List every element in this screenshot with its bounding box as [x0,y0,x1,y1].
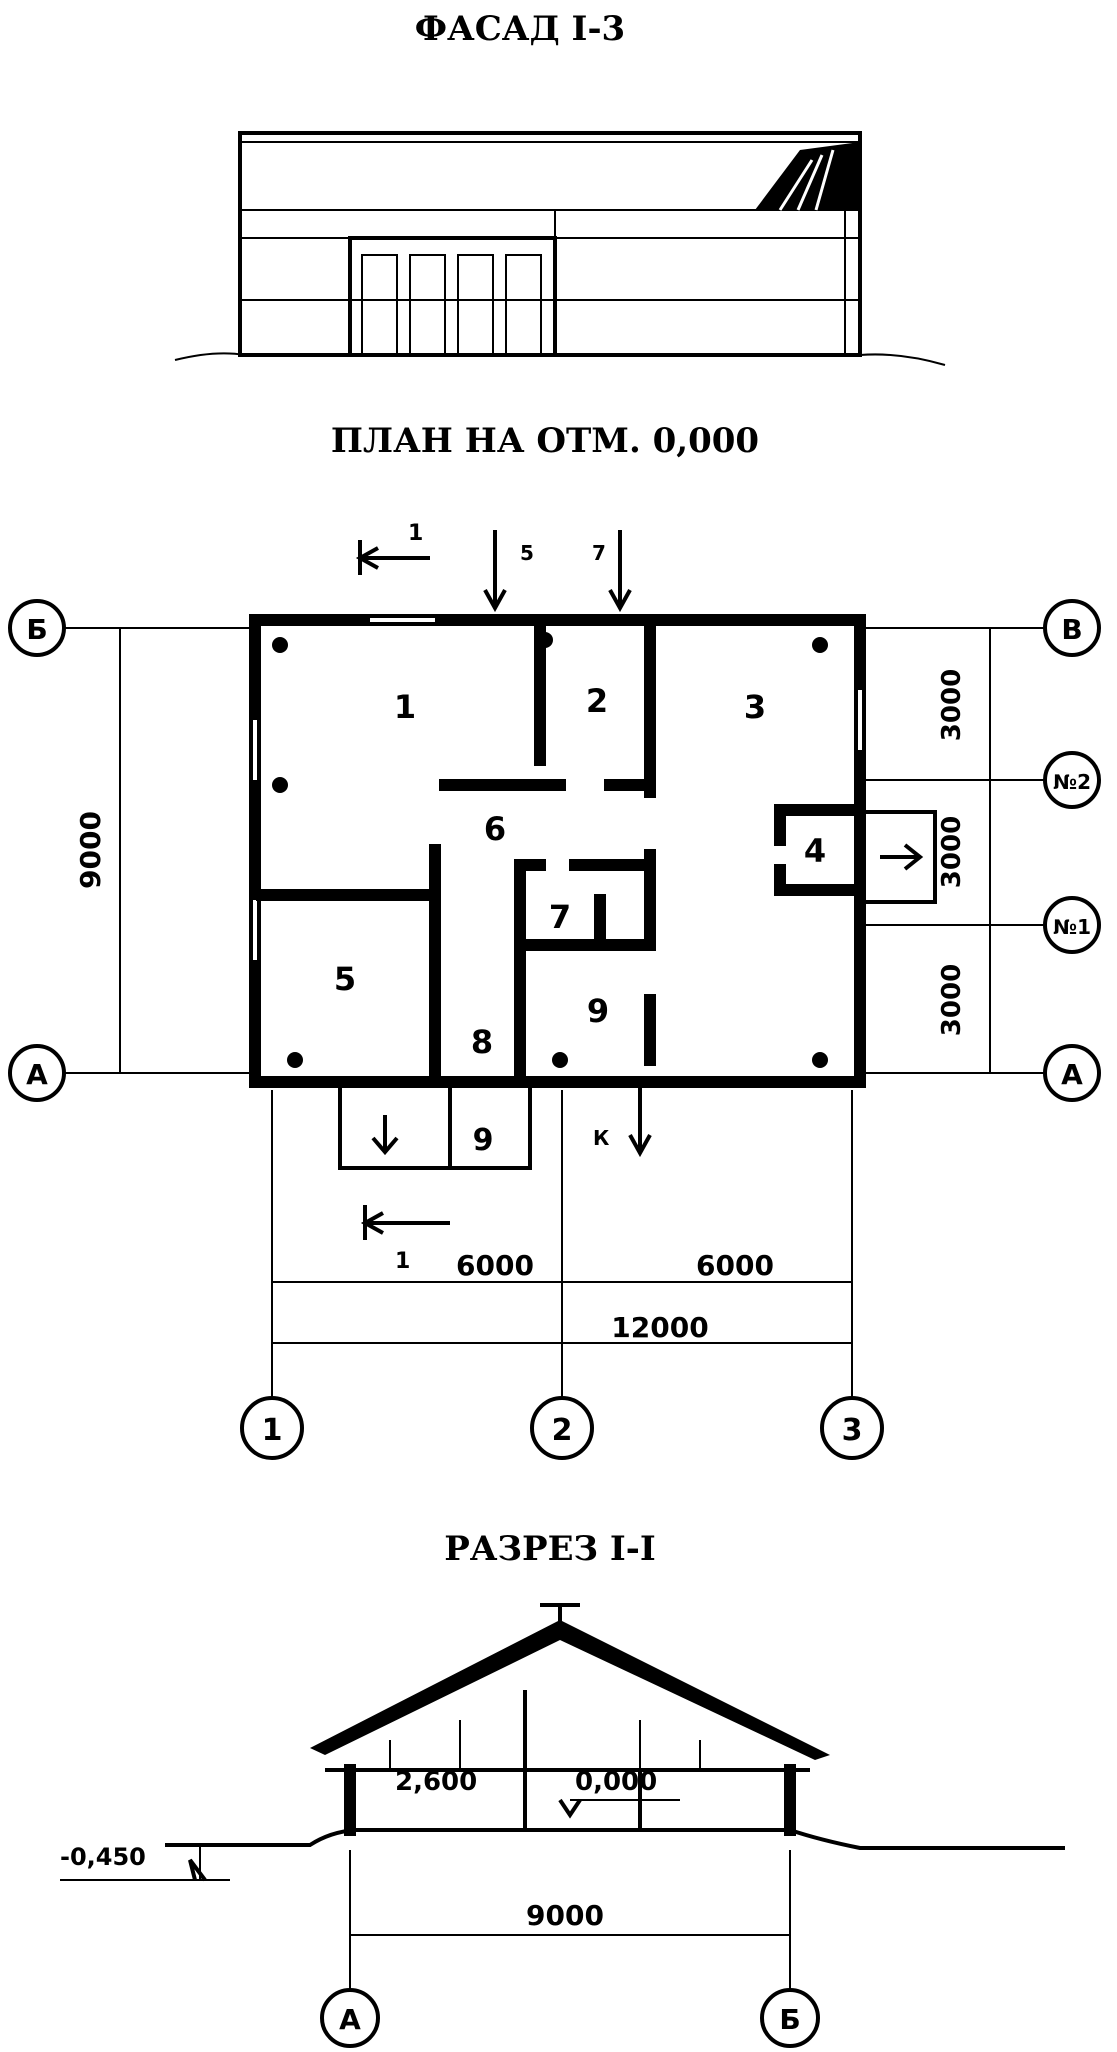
svg-text:1: 1 [262,1413,283,1448]
facade-outline [238,131,862,357]
room-3: 3 [744,688,766,726]
facade-entrance [348,236,557,357]
section-drawing [60,1603,1065,1990]
room-7: 7 [549,898,571,936]
section-mark-top: 1 [408,521,423,546]
section-mark-bottom: 1 [395,1249,410,1274]
section-axis-bubble-a: А [320,1988,380,2048]
dim-9000-left: 9000 [74,811,107,889]
dim-3000-top: 3000 [937,669,967,741]
plan-drawing [60,530,1045,1400]
axis-bubble-a-right: А [1043,1044,1101,1102]
svg-text:Б: Б [779,2003,800,2036]
section-roof [310,1620,830,1760]
svg-text:А: А [339,2003,361,2036]
section-title: РАЗРЕЗ I-I [444,1529,656,1569]
plan-title: ПЛАН НА ОТМ. 0,000 [331,421,759,461]
svg-text:А: А [1061,1058,1083,1091]
room-2: 2 [586,682,608,720]
section-dim-9000: 9000 [526,1899,604,1932]
room-8: 8 [471,1023,493,1061]
room-1: 1 [394,688,416,726]
axis-bubble-3: 3 [820,1396,884,1460]
facade-elevation [174,131,946,366]
entry-mark-5: 5 [520,541,534,565]
svg-text:№2: №2 [1053,770,1091,794]
room-9: 9 [587,992,609,1030]
level-2600: 2,600 [395,1767,477,1797]
svg-text:В: В [1061,613,1082,646]
dim-3000-middle: 3000 [937,816,967,888]
svg-text:Б: Б [26,613,47,646]
room-5: 5 [334,960,356,998]
dim-6000-left: 6000 [456,1249,534,1282]
facade-stair-hatch [755,142,860,210]
axis-bubble-1: 1 [240,1396,304,1460]
svg-text:А: А [26,1058,48,1091]
room-9-vestibule: 9 [473,1123,494,1158]
section-ground-line [165,1828,1065,1850]
axis-bubble-a-left: А [8,1044,66,1102]
svg-text:2: 2 [552,1413,573,1448]
level-ground: -0,450 [60,1843,146,1871]
entry-mark-7: 7 [592,541,606,565]
room-4: 4 [804,832,826,870]
dim-6000-right: 6000 [696,1249,774,1282]
dim-3000-bottom: 3000 [937,964,967,1036]
plan-outer-walls [249,614,866,1088]
room-6: 6 [484,810,506,848]
axis-bubble-n2-right: №2 [1043,751,1101,809]
facade-title: ФАСАД I-3 [415,9,625,49]
section-axis-bubble-b: Б [760,1988,820,2048]
axis-bubble-v-right: В [1043,599,1101,657]
axis-bubble-2: 2 [530,1396,594,1460]
dim-12000: 12000 [611,1311,708,1344]
level-0000: 0,000 [575,1767,657,1797]
svg-text:№1: №1 [1053,915,1091,939]
axis-bubble-n1-right: №1 [1043,896,1101,954]
svg-text:3: 3 [842,1413,863,1448]
entry-mark-k: К [593,1126,610,1150]
axis-bubble-b-left: Б [8,599,66,657]
